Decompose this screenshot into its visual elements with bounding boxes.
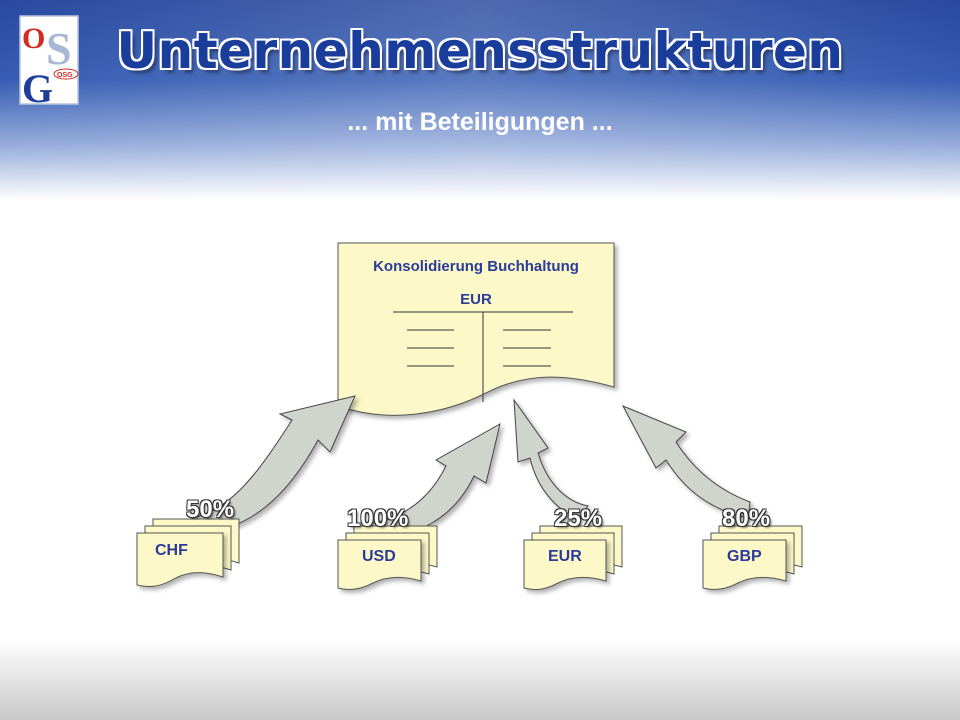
arrow-gbp <box>621 405 751 519</box>
consolidation-currency: EUR <box>460 291 492 308</box>
currency-label-gbp: GBP <box>727 548 762 565</box>
share-label-gbp: 80% <box>722 505 771 532</box>
share-label-eur: 25% <box>554 505 603 532</box>
subsidiary-gbp <box>702 525 803 591</box>
logo-small-text: OSG <box>57 72 73 79</box>
logo-letter-s: S <box>46 23 72 74</box>
header-background <box>0 0 960 200</box>
currency-label-eur: EUR <box>548 548 582 565</box>
subsidiary-usd <box>337 525 438 591</box>
page-title: Unternehmensstrukturen <box>116 22 844 80</box>
page-subtitle: ... mit Beteiligungen ... <box>347 108 613 136</box>
arrow-eur <box>513 398 589 519</box>
osg-logo: O S G OSG <box>19 15 79 110</box>
currency-label-usd: USD <box>362 548 396 565</box>
currency-label-chf: CHF <box>155 542 188 559</box>
footer-gradient <box>0 640 960 720</box>
share-label-usd: 100% <box>347 505 409 532</box>
consolidation-title: Konsolidierung Buchhaltung <box>373 258 579 275</box>
t-account-icon <box>393 311 573 402</box>
share-label-chf: 50% <box>186 496 235 523</box>
consolidation-document <box>337 242 615 416</box>
subsidiary-eur <box>523 525 623 591</box>
logo-letter-g: G <box>22 66 53 110</box>
subsidiary-chf <box>136 518 240 588</box>
logo-letter-o: O <box>22 22 45 55</box>
